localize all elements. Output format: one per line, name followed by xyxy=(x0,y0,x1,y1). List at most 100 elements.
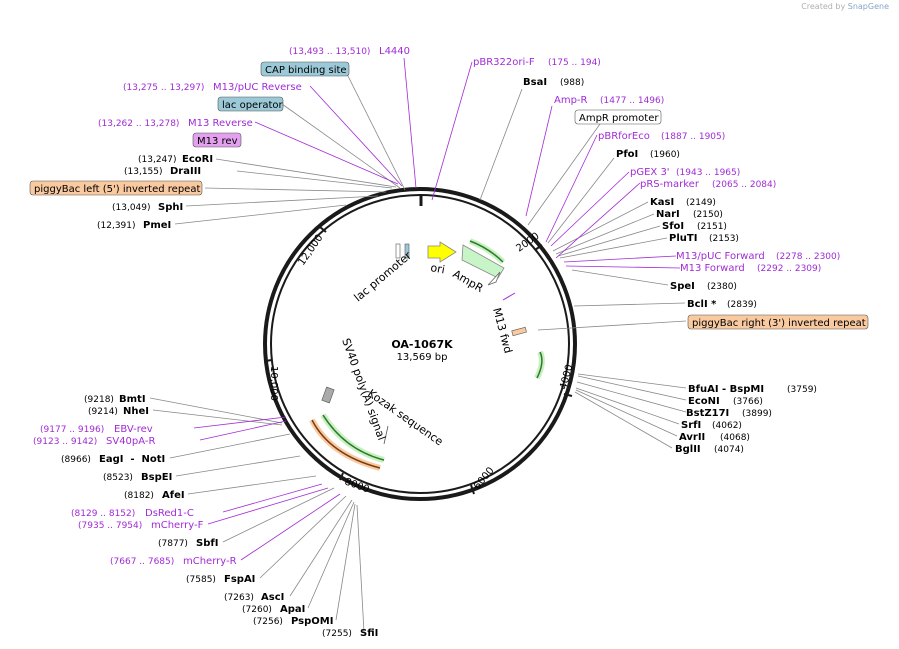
right-coord-20: (4062) xyxy=(712,421,742,431)
bottom-name-8[interactable]: mCherry-F xyxy=(151,520,204,531)
right-coord-19: (3899) xyxy=(742,409,772,419)
ampr-label: AmpR xyxy=(451,267,486,295)
bottom-name-14[interactable]: PspOMI xyxy=(291,616,333,627)
right-coord-1: (988) xyxy=(560,78,584,88)
left-name-0[interactable]: L4440 xyxy=(379,46,410,57)
right-name-20[interactable]: SrfI xyxy=(681,420,701,431)
bottom-name-10[interactable]: mCherry-R xyxy=(183,556,237,567)
bottom-coord-1: (9214) xyxy=(88,407,118,417)
lac-operator-bar[interactable] xyxy=(404,243,410,259)
right-name-22[interactable]: BglII xyxy=(675,444,701,455)
right-name-12[interactable]: M13/pUC Forward xyxy=(676,251,765,262)
cap-binding-site-box[interactable] xyxy=(260,61,350,77)
ori-arrow[interactable] xyxy=(427,241,457,263)
right-name-10[interactable]: SfoI xyxy=(662,221,684,232)
left-name-7[interactable]: DraIII xyxy=(170,166,201,177)
piggybac-left-box[interactable] xyxy=(29,180,203,196)
right-coord-8: (2149) xyxy=(686,198,716,208)
left-name-6[interactable]: EcoRI xyxy=(182,154,213,165)
right-name-8[interactable]: KasI xyxy=(650,197,674,208)
tick-4000 xyxy=(563,393,573,397)
right-coord-4: (1887 .. 1905) xyxy=(661,132,725,142)
bottom-coord-12: (7263) xyxy=(224,593,254,603)
right-name-3[interactable]: AmpR promoter xyxy=(579,113,659,124)
right-name-13[interactable]: M13 Forward xyxy=(680,263,745,274)
right-name-18[interactable]: EcoNI xyxy=(688,396,720,407)
piggybac-right-box[interactable] xyxy=(511,326,527,337)
right-name-17[interactable]: BfuAI - BspMI xyxy=(688,384,764,395)
features xyxy=(309,238,545,471)
left-name-2[interactable]: M13/pUC Reverse xyxy=(213,82,302,93)
bottom-name-13[interactable]: ApaI xyxy=(280,604,305,615)
lac-operator-box[interactable] xyxy=(217,96,284,112)
bottom-name-1[interactable]: NheI xyxy=(123,406,149,417)
bottom-coord-13: (7260) xyxy=(242,605,272,615)
plasmid-name: OA-1067K xyxy=(391,338,453,351)
right-name-11[interactable]: PluTI xyxy=(669,233,697,244)
left-name-1[interactable]: CAP binding site xyxy=(265,65,347,76)
left-coord-4: (13,262 .. 13,278) xyxy=(98,119,179,129)
bottom-name-12[interactable]: AscI xyxy=(261,592,284,603)
tick-12000 xyxy=(319,226,327,233)
sv40-box[interactable] xyxy=(321,386,335,404)
right-name-6[interactable]: pGEX 3' xyxy=(630,167,670,178)
bottom-name-5[interactable]: BspEI xyxy=(141,472,172,483)
left-name-4[interactable]: M13 Reverse xyxy=(188,118,253,129)
right-name-16[interactable]: piggyBac right (3') inverted repeat xyxy=(692,318,866,329)
snapgene-credit: Created by SnapGene xyxy=(801,2,889,11)
right-name-7[interactable]: pRS-marker xyxy=(640,179,700,190)
bottom-coord-15: (7255) xyxy=(322,629,352,639)
plasmid-size: 13,569 bp xyxy=(397,352,448,363)
bottom-name-9[interactable]: SbfI xyxy=(196,538,218,549)
bottom-name-2[interactable]: EBV-rev xyxy=(114,424,153,435)
bottom-coord-7: (8129 .. 8152) xyxy=(71,509,135,519)
bottom-coord-6: (8182) xyxy=(124,491,154,501)
bottom-name-4[interactable]: EagI - NotI xyxy=(99,454,165,465)
right-name-19[interactable]: BstZ17I xyxy=(686,408,729,419)
right-coord-17: (3759) xyxy=(787,385,817,395)
left-coord-7: (13,155) xyxy=(124,167,163,177)
right-name-9[interactable]: NarI xyxy=(656,209,680,220)
right-name-14[interactable]: SpeI xyxy=(670,281,695,292)
left-coord-2: (13,275 .. 13,297) xyxy=(123,83,204,93)
sv40-label: SV40 poly(A) signal xyxy=(339,337,388,442)
right-name-15[interactable]: BclI * xyxy=(687,299,717,310)
right-labels: pBR322ori-F (175 .. 194) BsaI (988) Amp-… xyxy=(473,57,869,455)
bottom-name-15[interactable]: SfiI xyxy=(360,628,378,639)
right-coord-7: (2065 .. 2084) xyxy=(712,180,776,190)
left-name-5[interactable]: M13 rev xyxy=(197,136,238,147)
right-name-21[interactable]: AvrII xyxy=(679,432,705,443)
right-name-5[interactable]: PfoI xyxy=(616,149,638,160)
right-name-4[interactable]: pBRforEco xyxy=(598,131,650,142)
m13-rev-box[interactable] xyxy=(192,132,242,148)
bottom-coord-10: (7667 .. 7685) xyxy=(110,557,174,567)
right-coord-14: (2380) xyxy=(707,282,737,292)
left-name-3[interactable]: lac operator xyxy=(222,100,283,111)
bottom-name-7[interactable]: DsRed1-C xyxy=(145,508,194,519)
ampr-promoter-arrow[interactable] xyxy=(487,271,501,286)
tick-label-10000: 10,000 xyxy=(268,366,279,401)
bottom-name-0[interactable]: BmtI xyxy=(119,394,146,405)
right-name-2[interactable]: Amp-R xyxy=(554,95,588,106)
right-coord-9: (2150) xyxy=(693,210,723,220)
piggybac-right-label-box[interactable] xyxy=(687,314,869,330)
bottom-coord-11: (7585) xyxy=(186,575,216,585)
left-coord-0: (13,493 .. 13,510) xyxy=(289,47,370,57)
right-name-0[interactable]: pBR322ori-F xyxy=(473,57,535,68)
left-name-10[interactable]: PmeI xyxy=(143,220,171,231)
right-coord-11: (2153) xyxy=(709,234,739,244)
bottom-name-6[interactable]: AfeI xyxy=(162,490,185,501)
ori-label: ori xyxy=(429,261,445,276)
amp-green-line xyxy=(469,240,504,263)
right-coord-10: (2151) xyxy=(697,222,727,232)
bottom-coord-8: (7935 .. 7954) xyxy=(78,521,142,531)
left-name-9[interactable]: SphI xyxy=(158,202,183,213)
ampr-promoter-box[interactable] xyxy=(574,109,662,125)
bottom-name-11[interactable]: FspAI xyxy=(224,574,255,585)
left-name-8[interactable]: piggyBac left (5') inverted repeat xyxy=(34,184,200,195)
primer-lines xyxy=(193,57,681,561)
bottom-name-3[interactable]: SV40pA-R xyxy=(106,436,155,447)
right-name-1[interactable]: BsaI xyxy=(523,77,547,88)
tick-6000 xyxy=(470,484,475,495)
lac-promoter-bar[interactable] xyxy=(395,243,401,259)
